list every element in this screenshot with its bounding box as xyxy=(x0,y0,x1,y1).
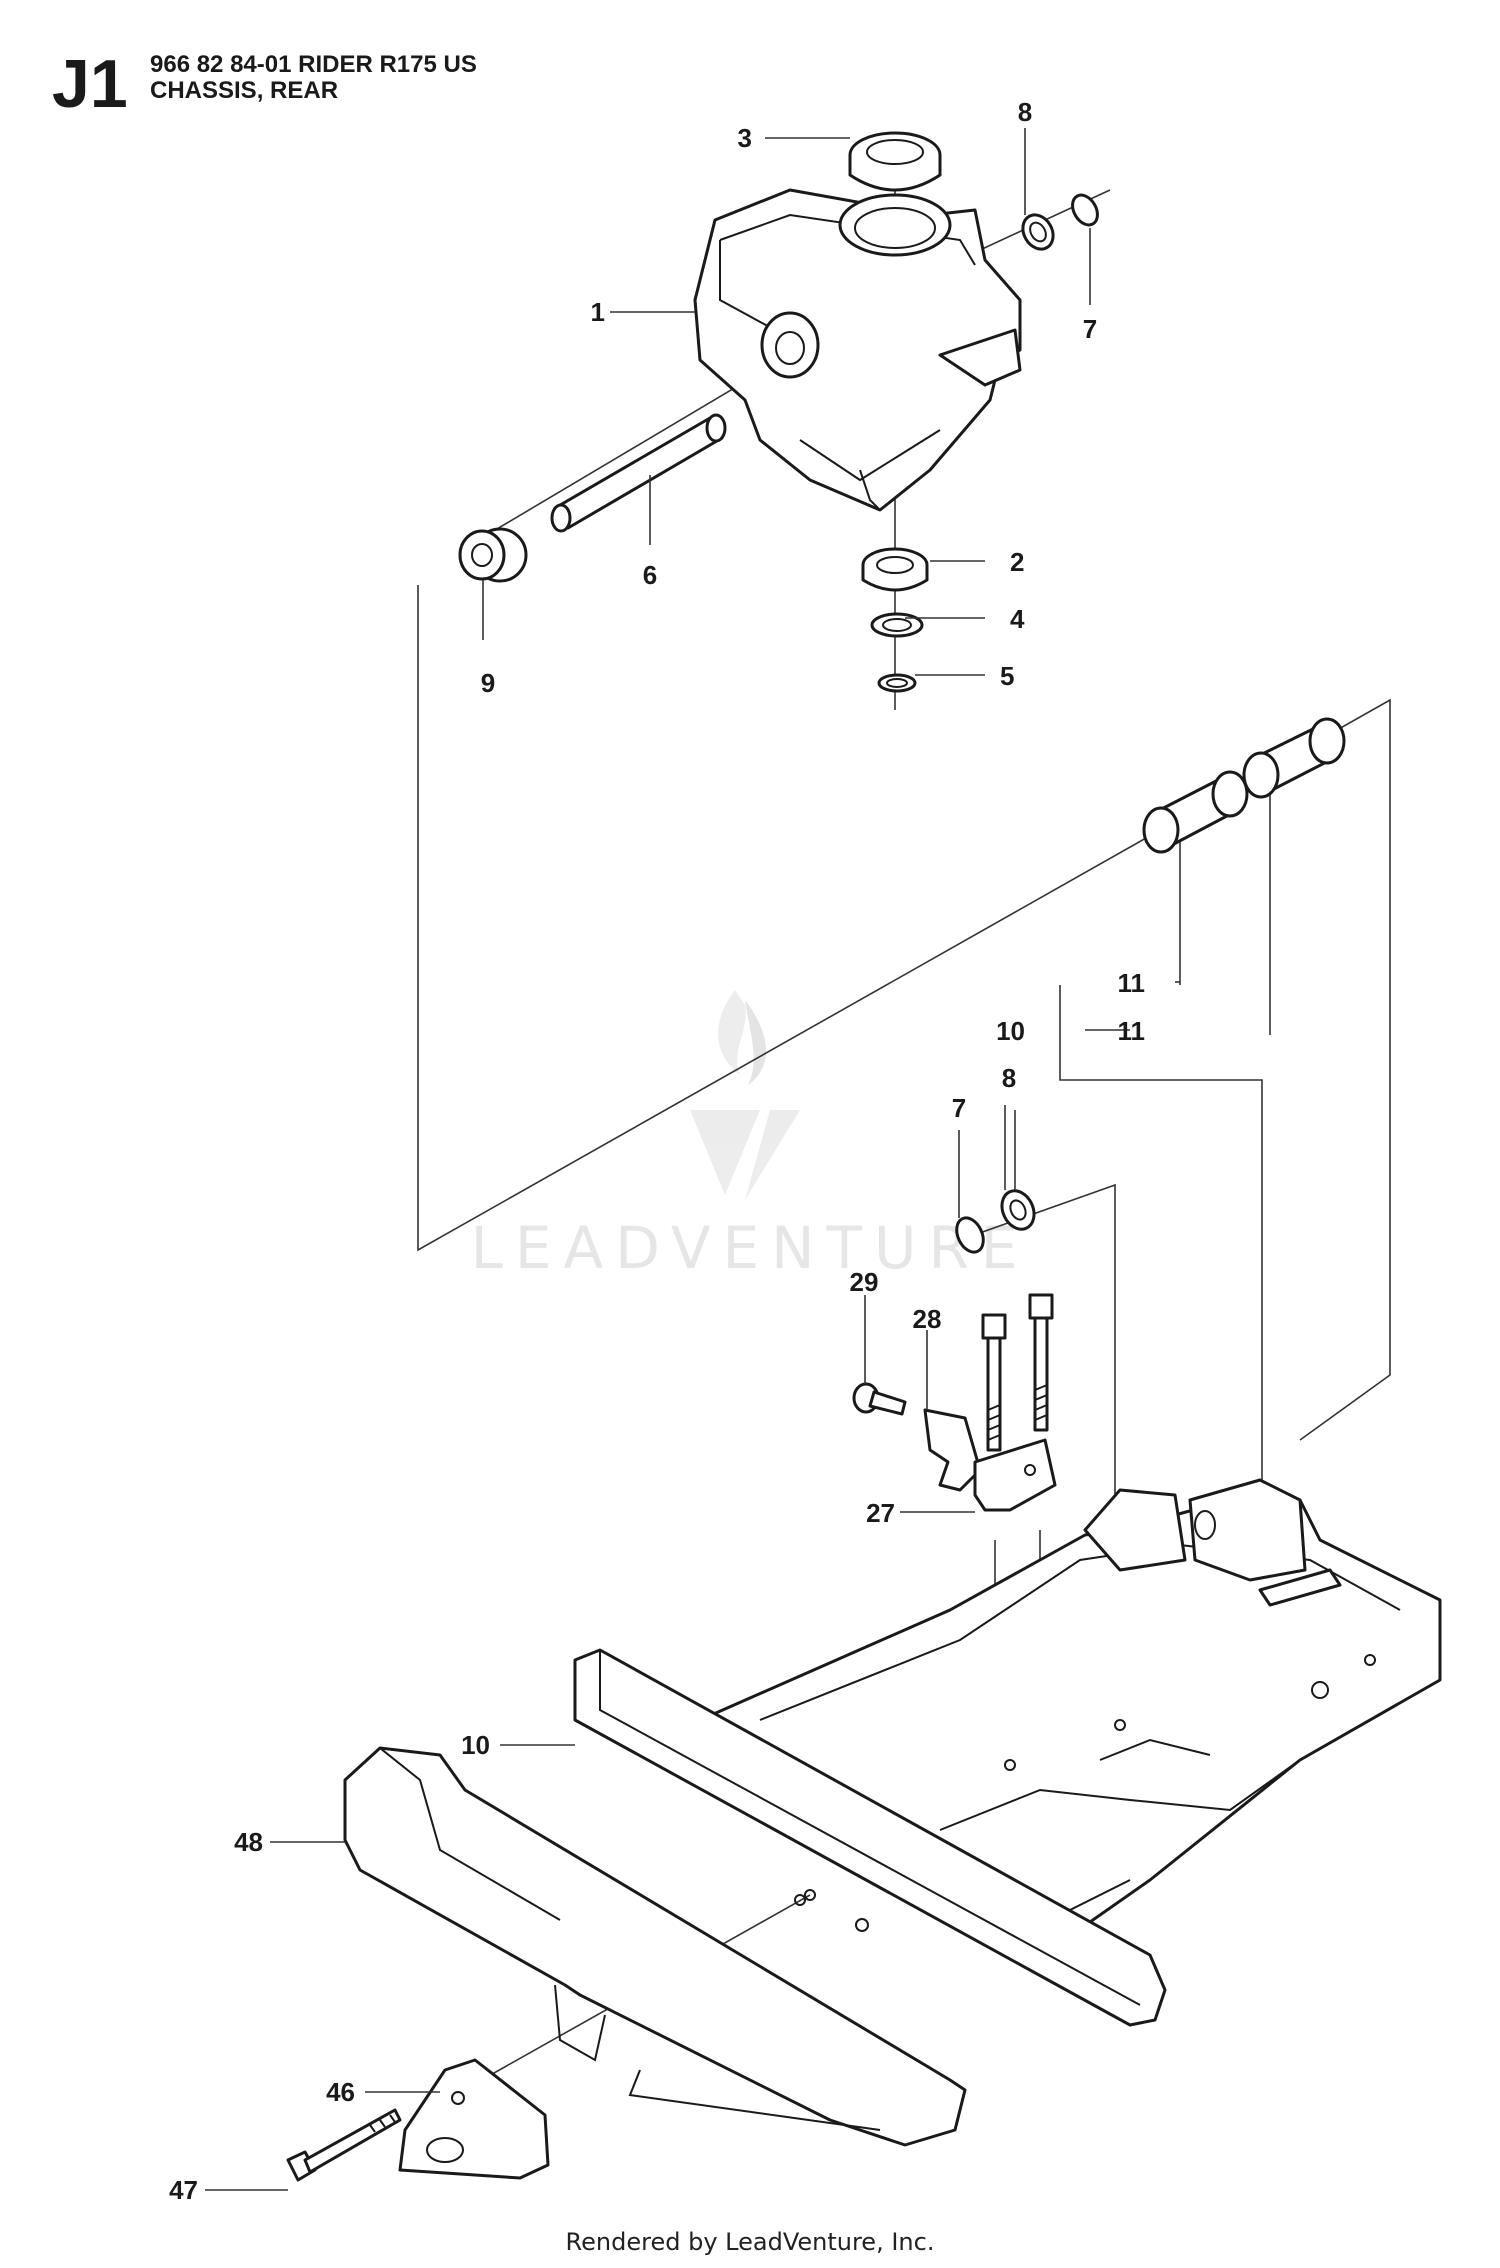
part-7-ring-top xyxy=(1071,193,1099,227)
footer-credit: Rendered by LeadVenture, Inc. xyxy=(565,2228,935,2256)
callout-46: 46 xyxy=(326,2077,355,2107)
part-7-ring-lower xyxy=(955,1216,985,1254)
part-3-seal xyxy=(848,131,942,192)
part-5-washer xyxy=(877,673,917,693)
callout-4: 4 xyxy=(1010,604,1025,634)
bolt-right xyxy=(1028,1293,1054,1432)
part-48-rear-weight xyxy=(343,1746,967,2147)
callout-29: 29 xyxy=(850,1267,879,1297)
callout-9: 9 xyxy=(481,668,495,698)
callout-8-lower: 8 xyxy=(1002,1063,1016,1093)
callout-2: 2 xyxy=(1010,547,1024,577)
part-8-washer-top xyxy=(1021,213,1055,251)
callout-3: 3 xyxy=(738,123,752,153)
part-8-washer-lower xyxy=(1000,1189,1036,1231)
callout-leaders xyxy=(205,128,1180,2191)
callout-11-upper: 11 xyxy=(1118,968,1146,998)
callout-1: 1 xyxy=(591,297,605,327)
part-9-bushing xyxy=(458,527,528,583)
part-46-hitch-bracket xyxy=(398,2058,550,2180)
callout-7-lower: 7 xyxy=(952,1093,966,1123)
callout-10-lower: 10 xyxy=(461,1730,490,1760)
callout-28: 28 xyxy=(913,1304,942,1334)
callout-47: 47 xyxy=(169,2175,198,2205)
part-28-clip xyxy=(923,1408,982,1492)
part-6-pin xyxy=(550,413,727,533)
callout-8-top: 8 xyxy=(1018,97,1032,127)
part-2-bearing xyxy=(861,547,929,592)
part-10-bumper-bar xyxy=(573,1648,1167,2027)
callout-7-top: 7 xyxy=(1083,314,1097,344)
part-10-chassis-frame xyxy=(698,1478,1442,1952)
watermark-logo-icon xyxy=(690,990,800,1200)
part-4-circlip xyxy=(870,612,924,638)
callout-5: 5 xyxy=(1000,661,1014,691)
part-11-bushing-rear xyxy=(1242,717,1346,799)
model-line: 966 82 84-01 RIDER R175 US xyxy=(150,51,477,78)
part-1-steering-housing xyxy=(693,188,1022,512)
part-47-bolt xyxy=(286,2108,402,2182)
section-title: CHASSIS, REAR xyxy=(150,77,339,104)
watermark-text: LEADVENTURE xyxy=(471,1214,1030,1282)
part-29-screw xyxy=(852,1382,907,1416)
bolt-left xyxy=(981,1313,1007,1452)
part-27-bracket xyxy=(973,1438,1057,1512)
callout-6: 6 xyxy=(643,560,657,590)
page-code: J1 xyxy=(52,46,128,122)
callout-10-upper: 10 xyxy=(996,1016,1025,1046)
callout-labels: 3 1 8 7 6 2 4 5 9 11 10 11 8 7 29 28 27 … xyxy=(169,97,1145,2205)
callout-48: 48 xyxy=(234,1827,263,1857)
callout-11-lower: 11 xyxy=(1118,1016,1146,1046)
callout-27: 27 xyxy=(866,1498,895,1528)
part-11-bushing-front xyxy=(1142,770,1249,854)
